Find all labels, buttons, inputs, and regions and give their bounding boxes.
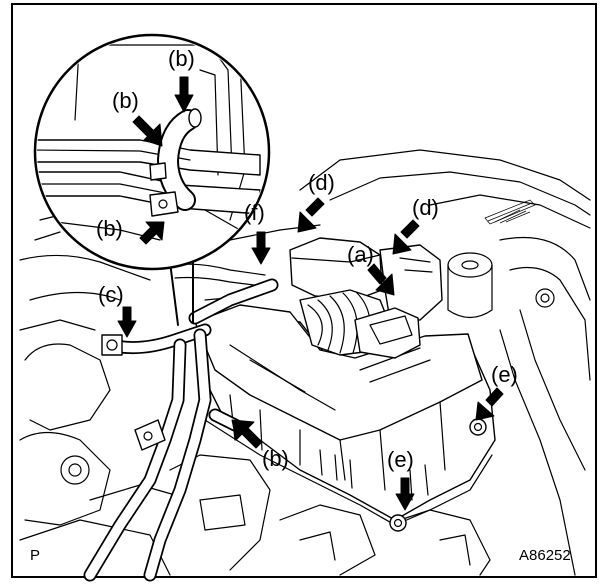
arrow-b1 [174,76,194,113]
intake-duct [289,237,443,359]
label-f: (f) [244,200,265,225]
label-b1: (b) [168,46,195,71]
callout-arrows [117,76,504,511]
arrow-c [117,306,137,338]
label-b3: (b) [96,216,123,241]
arrow-b3 [139,221,165,245]
arrow-e2 [395,477,415,511]
label-c: (c) [98,282,124,307]
engine-bay-background [19,149,591,576]
label-a: (a) [347,242,374,267]
callout-labels: (b) (b) (b) (b) (c) (d) (d) (a) (f) (e) … [30,46,571,564]
arrow-d1 [297,197,325,233]
arrow-b2 [132,115,163,147]
air-cleaner-assembly [194,304,496,526]
label-d1: (d) [308,170,335,195]
label-b2: (b) [112,88,139,113]
arrow-b4 [231,419,263,449]
arrow-d2 [392,219,420,255]
arrow-a [367,263,395,296]
arrow-e1 [475,387,504,421]
detail-magnifier [33,33,271,326]
figure-id: A86252 [519,547,571,564]
label-b4: (b) [262,446,289,471]
label-e2: (e) [387,447,414,472]
arrow-f [251,231,271,265]
corner-mark: P [30,547,40,564]
label-d2: (d) [412,195,439,220]
label-e1: (e) [491,362,518,387]
clamps-e [389,418,487,532]
hoses-and-harness [83,278,279,582]
